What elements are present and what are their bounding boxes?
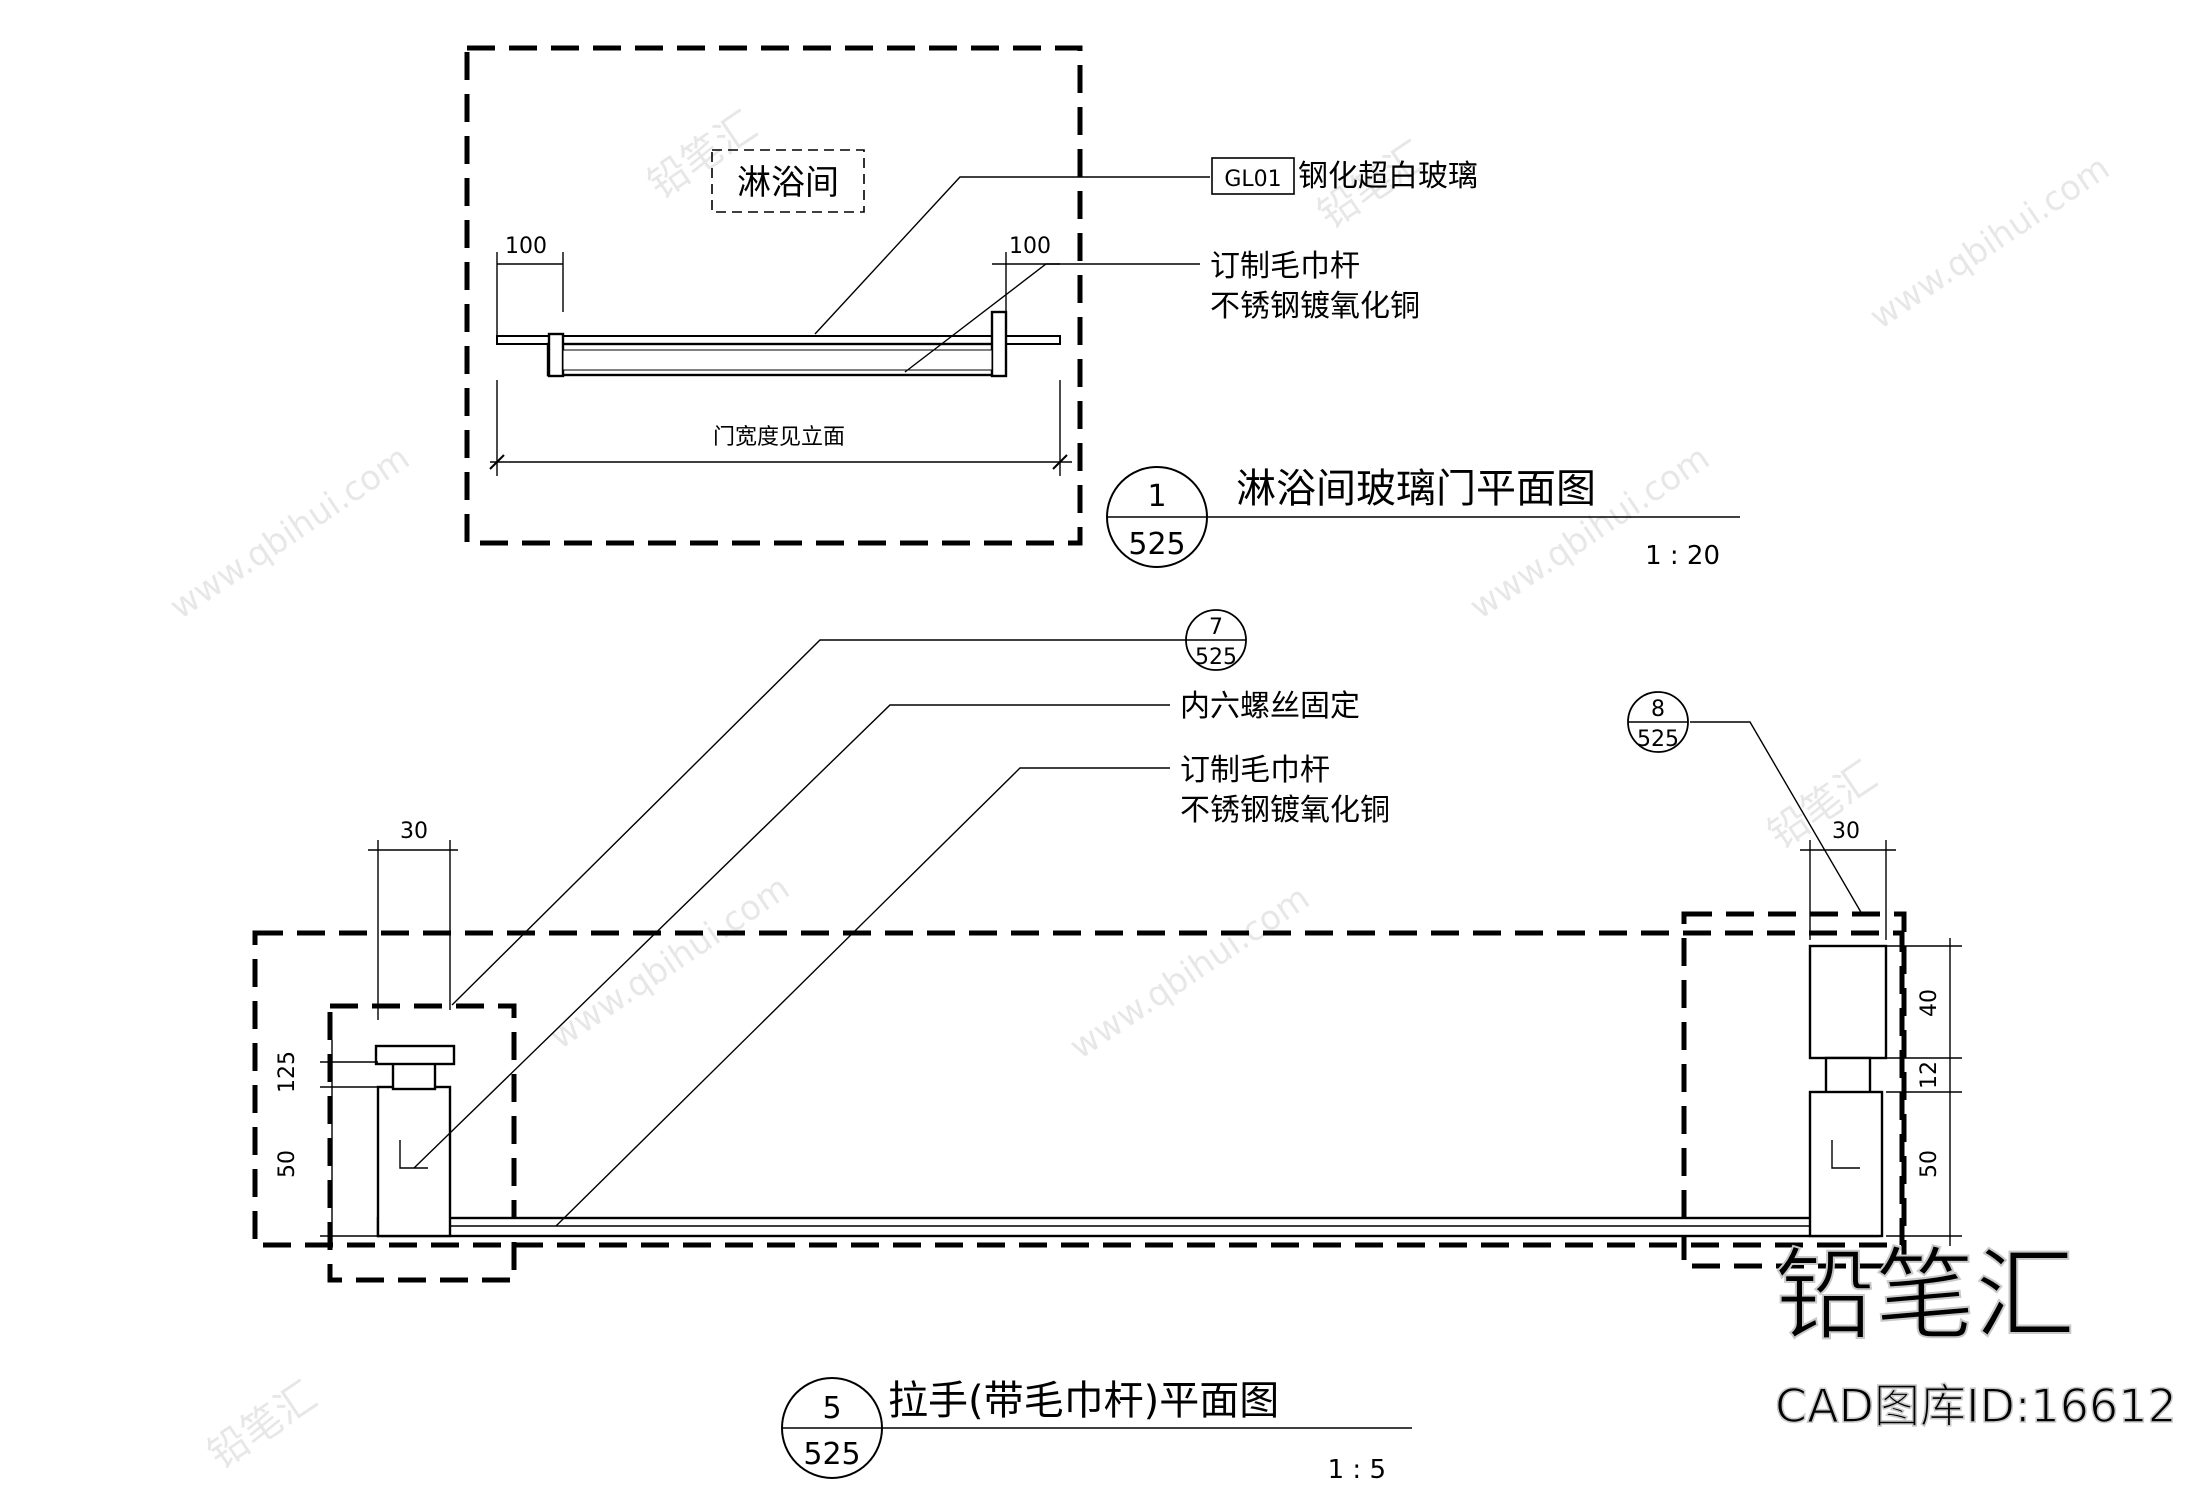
dim-30-left: 30	[400, 819, 428, 844]
towel-bar-post-right	[990, 310, 1008, 378]
glass-leader	[814, 176, 1210, 335]
left-handle-neck	[391, 1060, 437, 1091]
glass-panel	[496, 335, 1061, 345]
right-handle-post	[1808, 1090, 1884, 1238]
room-label: 淋浴间	[737, 163, 839, 203]
dim-12: 12	[1917, 1061, 1942, 1089]
left-handle-post	[376, 1085, 452, 1238]
dim-tick	[489, 454, 505, 470]
logo-caption: CAD图库ID:16612	[1775, 1379, 2177, 1433]
dim-tick	[1052, 454, 1068, 470]
handle-outer-frame	[252, 930, 1905, 1248]
plan-scale: 1 : 5	[1328, 1455, 1386, 1485]
left-handle-cap	[374, 1044, 456, 1066]
screw-leader	[413, 704, 1170, 1169]
logo-watermark: 铅笔汇 CAD图库ID:16612	[1774, 1236, 2178, 1434]
watermark-brand-text: 铅笔汇	[200, 1373, 325, 1478]
screw-note: 内六螺丝固定	[1180, 689, 1360, 724]
towel-bar-note-2: 不锈钢镀氧化铜	[1210, 289, 1420, 324]
dim-50-right: 50	[1917, 1150, 1942, 1178]
glass-tag-box	[1211, 157, 1295, 195]
plan-scale: 1 : 20	[1645, 541, 1720, 571]
plan-title: 淋浴间玻璃门平面图	[1236, 466, 1596, 512]
towel-bar-note-1: 订制毛巾杆	[1210, 249, 1360, 284]
plan-5-handle: 30 30 125 50 40 12 50 7 525 内六螺丝固定 订制毛巾杆…	[252, 609, 1962, 1485]
door-width-note: 门宽度见立面	[713, 425, 845, 450]
dim-100-right: 100	[1009, 234, 1051, 259]
room-label-frame	[711, 149, 865, 213]
ref-8-sheet: 525	[1637, 727, 1679, 752]
watermark-brand-text: 铅笔汇	[1760, 753, 1885, 858]
detail-8-frame	[1681, 911, 1907, 1269]
glass-tag: GL01	[1224, 167, 1281, 192]
watermark-site-text: www.qbihui.com	[1063, 878, 1317, 1068]
dim-125: 125	[275, 1051, 300, 1093]
callout-number: 5	[822, 1391, 841, 1426]
right-handle-block	[1808, 944, 1888, 1060]
watermark-site-text: www.qbihui.com	[163, 438, 417, 628]
towel-bar-post-left	[547, 332, 565, 378]
callout-sheet: 525	[1128, 527, 1185, 562]
callout-number: 1	[1147, 479, 1166, 514]
towel-bar	[376, 1216, 1880, 1238]
ref-7-number: 7	[1209, 615, 1223, 640]
callout-sheet: 525	[803, 1437, 860, 1472]
screw-symbol	[1831, 1140, 1860, 1169]
towel-bar-leader	[904, 263, 1200, 373]
plan-title: 拉手(带毛巾杆)平面图	[888, 1378, 1279, 1424]
ref-7-leader	[451, 639, 1190, 1006]
logo-text: 铅笔汇	[1775, 1237, 2075, 1354]
ref-8-leader	[1690, 721, 1863, 915]
watermark-site-text: www.qbihui.com	[543, 868, 797, 1058]
towel-bar-leader	[555, 767, 1170, 1227]
plan-1-shower-door: 淋浴间 100 100 门宽度见立面 GL01 钢化超白玻璃 订制毛巾杆 不锈钢…	[464, 45, 1740, 571]
detail-boundary-frame	[464, 45, 1083, 546]
ref-8-number: 8	[1651, 697, 1665, 722]
detail-7-frame	[327, 1003, 517, 1283]
ref-7-sheet: 525	[1195, 645, 1237, 670]
screw-symbol	[399, 1140, 428, 1169]
dim-100-left: 100	[505, 234, 547, 259]
glass-note: 钢化超白玻璃	[1298, 159, 1478, 194]
towel-bar-note-2: 不锈钢镀氧化铜	[1180, 793, 1390, 828]
dim-40: 40	[1917, 989, 1942, 1017]
dim-30-right: 30	[1832, 819, 1860, 844]
towel-bar-inner	[562, 349, 993, 371]
dim-50-left: 50	[275, 1150, 300, 1178]
watermark-site-text: www.qbihui.com	[1863, 148, 2117, 338]
right-handle-neck	[1824, 1056, 1872, 1096]
towel-bar-note-1: 订制毛巾杆	[1180, 753, 1330, 788]
